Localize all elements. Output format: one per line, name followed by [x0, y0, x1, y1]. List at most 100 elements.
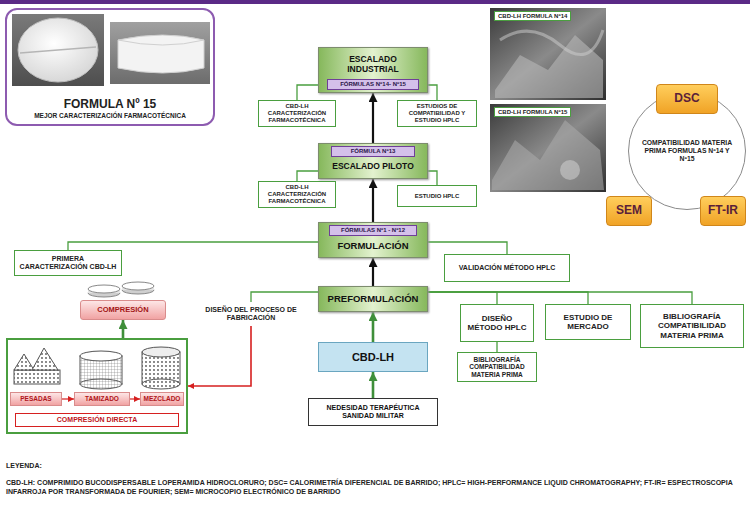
connector [188, 326, 251, 386]
node-text: ESTUDIO DE MERCADO [550, 313, 626, 331]
node-text: CBD-LH CARACTERIZACIÓN FARMACOTÉCNICA [263, 184, 331, 205]
tablets-icon [88, 282, 154, 297]
legend-title: LEYENDA: [6, 462, 206, 469]
node-text: CBD-LH [352, 351, 394, 364]
top-bar [0, 0, 750, 4]
node-text: ESCALADO PILOTO [332, 162, 414, 172]
stage-box: ESCALADO INDUSTRIAL FÓRMULAS Nº14- Nº15 [318, 47, 428, 93]
method-label: COMPRESIÓN DIRECTA [15, 413, 179, 427]
node-text: MEZCLADO [144, 395, 181, 402]
node-text: DSC [674, 92, 699, 106]
mixer-icon [142, 347, 180, 357]
formula-band: FÓRMULAS Nº1 - Nº12 [329, 225, 417, 236]
result-box: ESTUDIOS DE COMPATIBILIDAD Y ESTUDIO HPL… [397, 100, 477, 127]
image-label: CBD-LH FORMULA Nº15 [494, 107, 571, 117]
sieve-icon [80, 351, 122, 389]
result-box: ESTUDIO HPLC [397, 185, 477, 207]
technique-box: FT-IR [700, 196, 746, 226]
connector [68, 242, 318, 250]
tablets-icon [122, 282, 154, 290]
connector [122, 320, 125, 338]
image-label: CBD-LH FORMULA Nº14 [494, 11, 571, 21]
tablet-photo [20, 47, 96, 53]
formula-band: FÓRMULAS Nº14- Nº15 [327, 79, 419, 90]
stage-box: PREFORMULACIÓN [318, 286, 428, 312]
sem-image [495, 35, 603, 98]
task-box: ESTUDIO DE MERCADO [545, 304, 631, 340]
origin-box: NEDESIDAD TERAPÉUTICA SANIDAD MILITAR [308, 398, 438, 426]
task-text-box: DISEÑO DEL PROCESO DE FABRICACIÓN [196, 302, 306, 326]
node-text: FT-IR [708, 204, 738, 218]
node-text: PREFORMULACIÓN [328, 294, 419, 305]
result-box: CBD-LH CARACTERIZACIÓN FARMACOTÉCNICA [258, 100, 336, 127]
step-box: TAMIZADO [74, 392, 130, 406]
node-text: NEDESIDAD TERAPÉUTICA SANIDAD MILITAR [313, 404, 433, 420]
connector [428, 242, 507, 254]
node-text: COMPRESIÓN [97, 306, 148, 315]
connector [496, 342, 497, 352]
node-text: CBD-LH CARACTERIZACIÓN FARMACOTÉCNICA [263, 103, 331, 124]
connector [428, 292, 588, 304]
connector [372, 258, 374, 286]
method-panel: COMPRESIÓN DIRECTA PESADAS TAMIZADO MEZCLAD… [6, 338, 188, 434]
connector [372, 372, 375, 398]
sem-image [490, 8, 606, 192]
node-text: PRIMERA CARACTERIZACIÓN CBD-LH [19, 255, 117, 271]
node-text: DISEÑO DEL PROCESO DE FABRICACIÓN [200, 306, 302, 322]
process-box: COMPRESIÓN [80, 300, 166, 320]
task-box: BIBLIOGRAFÍA COMPATIBILIDAD MATERIA PRIM… [640, 304, 744, 348]
tablet-photo [12, 14, 210, 86]
powder-icon [14, 370, 60, 384]
tablet-photo [12, 14, 104, 86]
step-box: PESADAS [10, 392, 62, 406]
powder-icon [14, 354, 34, 370]
node-text: DISEÑO MÉTODO HPLC [465, 314, 529, 332]
node-text: ESTUDIOS DE COMPATIBILIDAD Y ESTUDIO HPL… [402, 103, 472, 124]
node-text: FÓRMULA Nº13 [351, 148, 396, 155]
node-text: BIBLIOGRAFÍA COMPATIBILIDAD MATERIA PRIM… [645, 312, 739, 340]
connector [251, 292, 318, 302]
node-text: FORMULA Nº 15 [64, 98, 157, 112]
task-box: DISEÑO MÉTODO HPLC [460, 304, 534, 342]
technique-box: SEM [606, 196, 652, 226]
node-text: BIBLIOGRAFÍA COMPATIBILIDAD MATERIA PRIM… [462, 356, 532, 378]
top-bar [0, 0, 750, 4]
node-text: SEM [616, 204, 642, 218]
sem-image [490, 104, 606, 192]
sem-image [560, 160, 580, 180]
result-box: PRIMERA CARACTERIZACIÓN CBD-LH [14, 250, 122, 276]
product-box: CBD-LH [318, 342, 428, 372]
tablet-photo [110, 22, 210, 84]
mixer-icon [142, 379, 180, 389]
node-text: MEJOR CARACTERIZACIÓN FARMACOTÉCNICA [34, 112, 186, 119]
sem-image [490, 8, 606, 100]
connector [372, 179, 374, 222]
legend-text: CBD-LH: COMPRIMIDO BUCODISPERSABLE LOPER… [6, 478, 744, 496]
node-text: ESCALADO INDUSTRIAL [323, 55, 423, 75]
result-box: VALIDACIÓN MÉTODO HPLC [444, 254, 570, 282]
stage-box: ESCALADO PILOTO FÓRMULA Nº13 [318, 143, 428, 179]
connector [428, 85, 437, 100]
node-text: COMPATIBILIDAD MATERIA PRIMA FORMULAS Nº… [641, 139, 733, 162]
task-box: BIBLIOGRAFÍA COMPATIBILIDAD MATERIA PRIM… [457, 352, 537, 382]
connector [372, 93, 374, 143]
powder-icon [14, 348, 60, 384]
node-text: ESTUDIO HPLC [415, 193, 460, 200]
connector [428, 292, 692, 304]
tablet-photo [118, 40, 204, 45]
stage-box: FORMULACIÓNFÓRMULAS Nº1 - Nº12 [318, 222, 428, 258]
connector [62, 398, 74, 399]
node-text: VALIDACIÓN MÉTODO HPLC [459, 264, 556, 272]
connector [130, 398, 140, 399]
tablets-icon [88, 285, 120, 293]
tablet-photo [18, 18, 98, 82]
connector [297, 171, 318, 181]
result-box: CBD-LH CARACTERIZACIÓN FARMACOTÉCNICA [258, 181, 336, 208]
technique-box: DSC [656, 84, 718, 114]
sem-image [500, 30, 603, 55]
step-box: MEZCLADO [140, 392, 184, 406]
formula-band: FÓRMULA Nº13 [331, 146, 415, 157]
connector [428, 292, 497, 304]
node-text: TAMIZADO [85, 395, 119, 402]
